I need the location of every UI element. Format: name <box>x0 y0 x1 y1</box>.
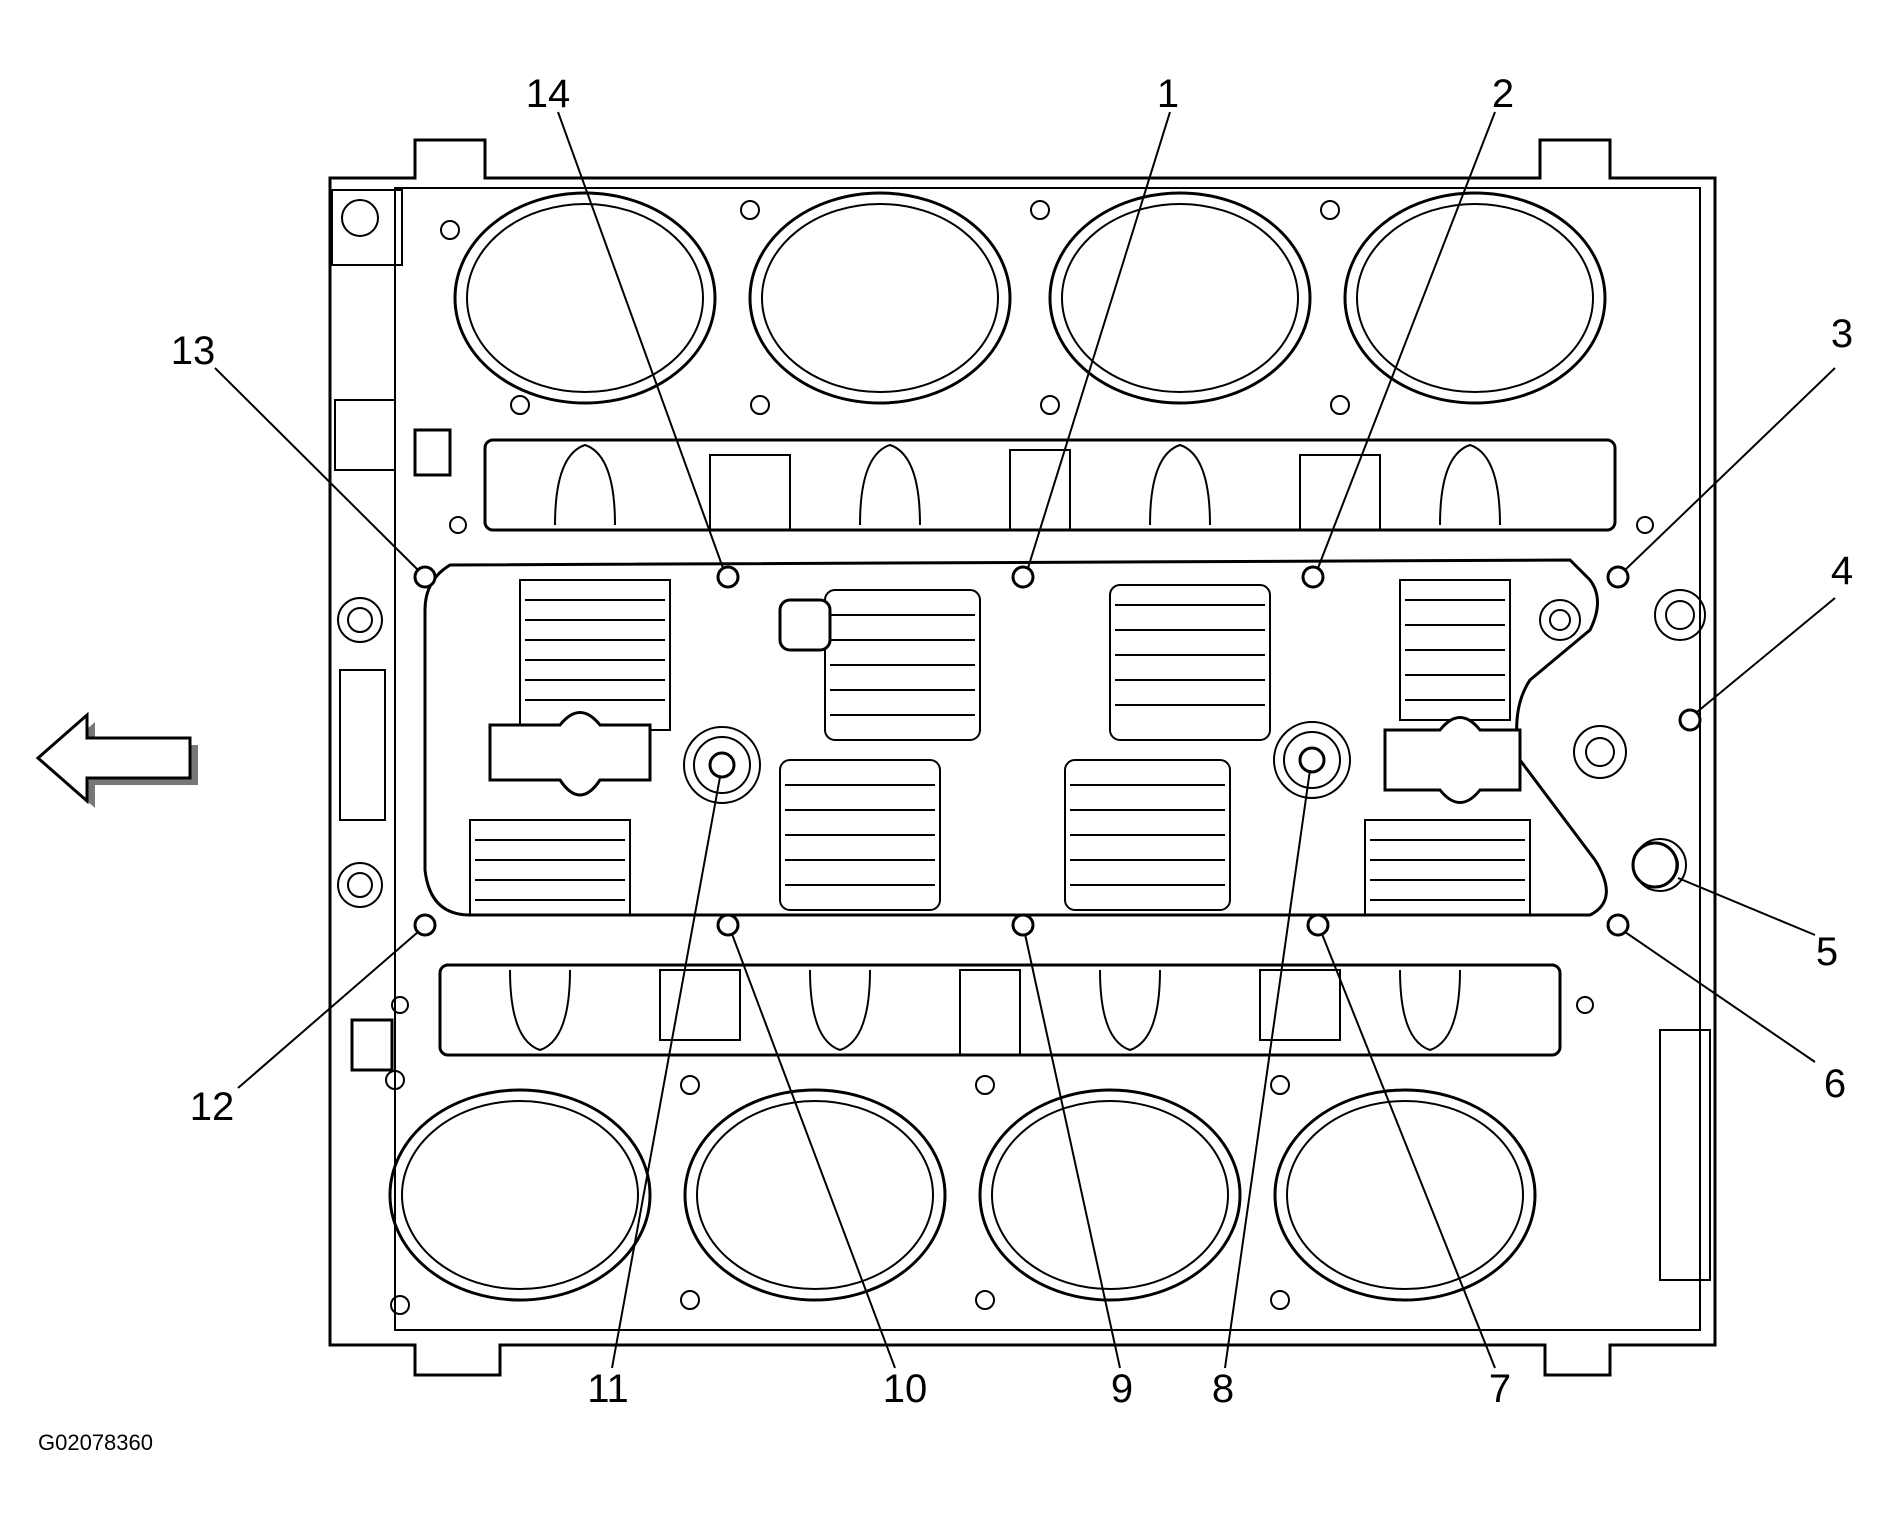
callout-7: 7 <box>1489 1367 1511 1411</box>
left-arrow-icon <box>35 711 198 808</box>
engine-block <box>328 138 1717 1377</box>
callout-3: 3 <box>1831 312 1853 356</box>
callout-6: 6 <box>1824 1062 1846 1106</box>
callout-4: 4 <box>1831 549 1853 593</box>
bolt-hole-6 <box>1606 913 1630 937</box>
top-cylinder-bores <box>440 191 1607 415</box>
center-lattice <box>778 584 1271 911</box>
leader-lines <box>214 111 1836 1369</box>
bolt-hole-4 <box>1678 708 1702 732</box>
callout-13: 13 <box>171 329 216 373</box>
callout-labels: 1 2 3 4 5 6 7 8 9 10 11 12 13 14 <box>171 72 1853 1411</box>
engine-valley <box>423 558 1608 917</box>
callout-2: 2 <box>1492 72 1514 116</box>
bolt-hole-14 <box>716 565 740 589</box>
bolt-hole-13 <box>413 565 437 589</box>
bottom-port-row <box>391 963 1594 1057</box>
bolt-hole-8 <box>1298 746 1326 774</box>
bolt-hole-9 <box>1011 913 1035 937</box>
bolt-hole-1 <box>1011 565 1035 589</box>
callout-14: 14 <box>526 72 571 116</box>
callout-5: 5 <box>1816 930 1838 974</box>
bolt-holes <box>413 565 1702 937</box>
bottom-cylinder-bores <box>385 1070 1537 1315</box>
bolt-hole-10 <box>716 913 740 937</box>
callout-8: 8 <box>1212 1367 1234 1411</box>
bolt-hole-11 <box>708 751 736 779</box>
top-port-row <box>449 438 1654 534</box>
bolt-hole-2 <box>1301 565 1325 589</box>
callout-12: 12 <box>190 1085 235 1129</box>
callout-10: 10 <box>883 1367 928 1411</box>
bolt-hole-3 <box>1606 565 1630 589</box>
callout-1: 1 <box>1157 72 1179 116</box>
callout-9: 9 <box>1111 1367 1133 1411</box>
callout-11: 11 <box>587 1367 629 1411</box>
right-lattice <box>1364 579 1581 916</box>
bolt-hole-7 <box>1306 913 1330 937</box>
bolt-hole-5 <box>1631 841 1679 889</box>
bolt-hole-12 <box>413 913 437 937</box>
figure-id: G02078360 <box>38 1430 153 1455</box>
left-lattice <box>469 579 671 916</box>
